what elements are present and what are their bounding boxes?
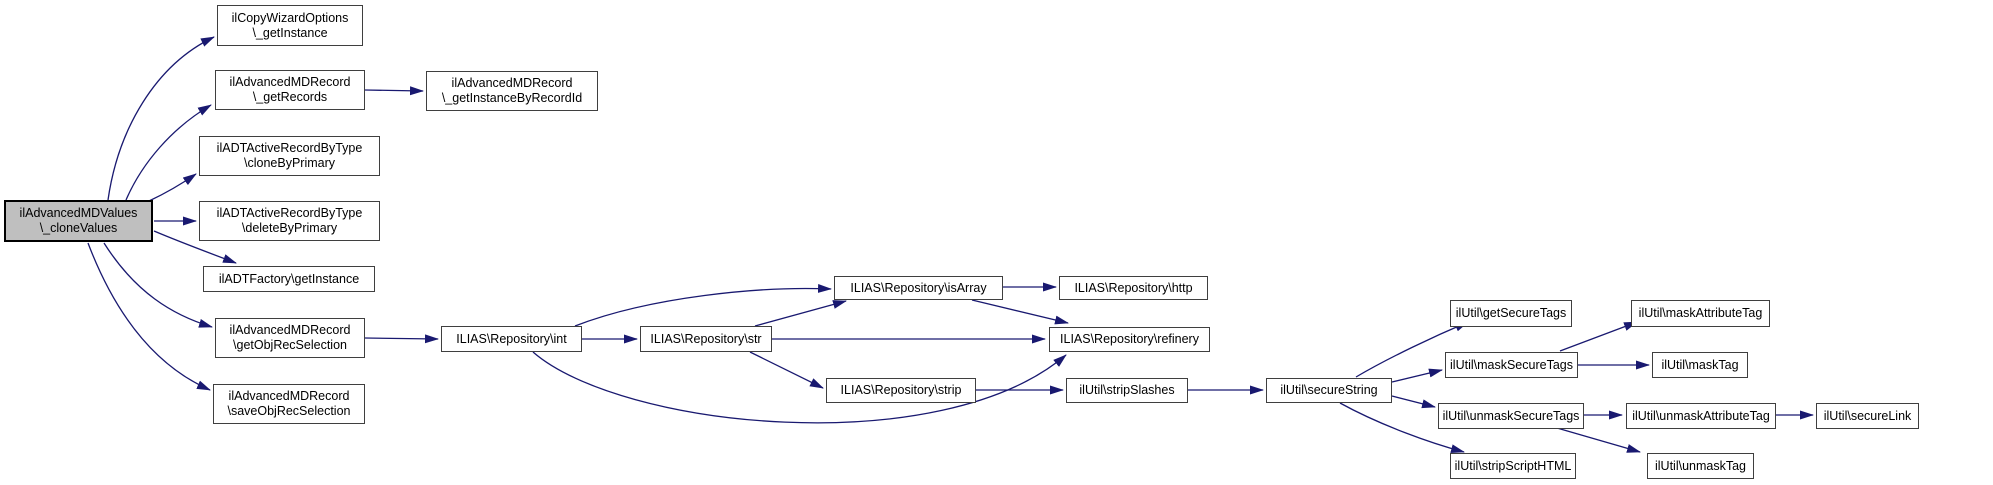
edge-secureString-to-unmaskSecureTags [1391, 395, 1436, 409]
node-label-line: ilUtil\stripSlashes [1079, 383, 1175, 397]
edge-isArray-to-refinery [971, 299, 1069, 325]
node-label-line: ilAdvancedMDRecord [229, 323, 351, 337]
node-label-line: ILIAS\Repository\int [456, 331, 567, 346]
node-strip[interactable]: ILIAS\Repository\strip [826, 378, 976, 403]
node-label-line: \saveObjRecSelection [227, 404, 351, 418]
node-adtFactory[interactable]: ilADTFactory\getInstance [203, 266, 375, 292]
node-int[interactable]: ILIAS\Repository\int [441, 326, 582, 352]
edge-int-to-refinery [532, 351, 1067, 424]
node-label-line: ilUtil\secureString [1280, 383, 1378, 397]
node-maskTag[interactable]: ilUtil\maskTag [1652, 352, 1748, 378]
node-label-line: ilAdvancedMDRecord [228, 389, 350, 403]
node-label-line: ILIAS\Repository\strip [840, 383, 962, 397]
node-label-line: ilUtil\maskAttributeTag [1638, 306, 1763, 320]
node-label-line: ilUtil\unmaskSecureTags [1442, 408, 1580, 423]
node-label-line: ilADTActiveRecordByType [216, 206, 363, 220]
node-http[interactable]: ILIAS\Repository\http [1059, 276, 1208, 300]
edge-secureString-to-stripScriptHTML [1339, 402, 1465, 454]
node-label-line: ILIAS\Repository\refinery [1060, 332, 1199, 346]
edge-maskSecureTags-to-maskAttributeTag [1559, 321, 1638, 352]
node-label-line: \getObjRecSelection [233, 338, 347, 352]
node-label-line: \_getRecords [252, 90, 328, 104]
edge-getRecords-to-getInstanceByRecordId [364, 86, 424, 96]
node-label-line: ilUtil\maskSecureTags [1450, 357, 1573, 372]
node-unmaskTag[interactable]: ilUtil\unmaskTag [1647, 453, 1754, 479]
node-label-line: ilUtil\stripScriptHTML [1454, 458, 1572, 473]
node-stripScriptHTML[interactable]: ilUtil\stripScriptHTML [1450, 453, 1576, 479]
node-label-line: ilAdvancedMDRecord [451, 76, 573, 90]
node-label-line: ILIAS\Repository\http [1074, 280, 1193, 295]
node-unmaskAttributeTag[interactable]: ilUtil\unmaskAttributeTag [1626, 403, 1776, 429]
node-label-line: ilUtil\getSecureTags [1455, 306, 1567, 320]
node-label-line: ilUtil\secureLink [1823, 408, 1912, 423]
node-copyWizard[interactable]: ilCopyWizardOptions\_getInstance [217, 5, 363, 46]
edge-str-to-isArray [754, 300, 847, 327]
node-label-line: ilADTActiveRecordByType [216, 141, 363, 155]
edge-str-to-strip [749, 351, 824, 389]
node-maskSecureTags[interactable]: ilUtil\maskSecureTags [1445, 352, 1578, 378]
node-label-line: ilADTFactory\getInstance [218, 271, 360, 286]
edge-secureString-to-maskSecureTags [1391, 368, 1443, 383]
node-label-line: \cloneByPrimary [244, 156, 335, 170]
node-label-line: ilCopyWizardOptions [231, 10, 349, 25]
edge-cloneValues-to-getObjRecSelection [103, 242, 213, 328]
node-refinery[interactable]: ILIAS\Repository\refinery [1049, 327, 1210, 352]
edge-cloneValues-to-copyWizard [107, 36, 215, 201]
node-cloneValues: ilAdvancedMDValues\_cloneValues [4, 200, 153, 242]
node-label-line: \_getInstanceByRecordId [441, 91, 583, 105]
node-label-line: \_cloneValues [39, 221, 118, 235]
edge-cloneValues-to-saveObjRecSelection [87, 242, 211, 391]
edge-getObjRecSelection-to-int [364, 334, 439, 344]
node-deleteByPrimary[interactable]: ilADTActiveRecordByType\deleteByPrimary [199, 201, 380, 241]
node-label-line: ilAdvancedMDValues [19, 206, 138, 220]
node-label-line: ILIAS\Repository\isArray [850, 280, 987, 295]
node-secureString[interactable]: ilUtil\secureString [1266, 378, 1392, 403]
node-isArray[interactable]: ILIAS\Repository\isArray [834, 276, 1003, 300]
node-label-line: ilAdvancedMDRecord [229, 75, 351, 89]
node-saveObjRecSelection[interactable]: ilAdvancedMDRecord\saveObjRecSelection [213, 384, 365, 424]
node-maskAttributeTag[interactable]: ilUtil\maskAttributeTag [1631, 300, 1770, 327]
node-label-line: \deleteByPrimary [241, 221, 338, 235]
node-str[interactable]: ILIAS\Repository\str [640, 326, 772, 352]
node-getSecureTags[interactable]: ilUtil\getSecureTags [1450, 300, 1572, 327]
node-label-line: ilUtil\unmaskTag [1654, 458, 1746, 473]
node-label-line: ILIAS\Repository\str [650, 331, 762, 346]
edge-cloneValues-to-adtFactory [153, 230, 237, 264]
node-getObjRecSelection[interactable]: ilAdvancedMDRecord\getObjRecSelection [215, 318, 365, 358]
node-label-line: ilUtil\unmaskAttributeTag [1632, 408, 1770, 423]
edge-int-to-isArray [574, 283, 832, 327]
node-getInstanceByRecordId[interactable]: ilAdvancedMDRecord\_getInstanceByRecordI… [426, 71, 598, 111]
edge-cloneValues-to-cloneByPrimary [148, 173, 197, 202]
node-getRecords[interactable]: ilAdvancedMDRecord\_getRecords [215, 70, 365, 110]
node-cloneByPrimary[interactable]: ilADTActiveRecordByType\cloneByPrimary [199, 136, 380, 176]
edge-unmaskSecureTags-to-unmaskTag [1556, 427, 1641, 453]
node-label-line: ilUtil\maskTag [1661, 357, 1739, 372]
node-secureLink[interactable]: ilUtil\secureLink [1816, 403, 1919, 429]
node-stripSlashes[interactable]: ilUtil\stripSlashes [1066, 378, 1188, 403]
node-label-line: \_getInstance [252, 25, 328, 40]
node-unmaskSecureTags[interactable]: ilUtil\unmaskSecureTags [1438, 403, 1584, 429]
edge-cloneValues-to-getRecords [125, 104, 212, 201]
